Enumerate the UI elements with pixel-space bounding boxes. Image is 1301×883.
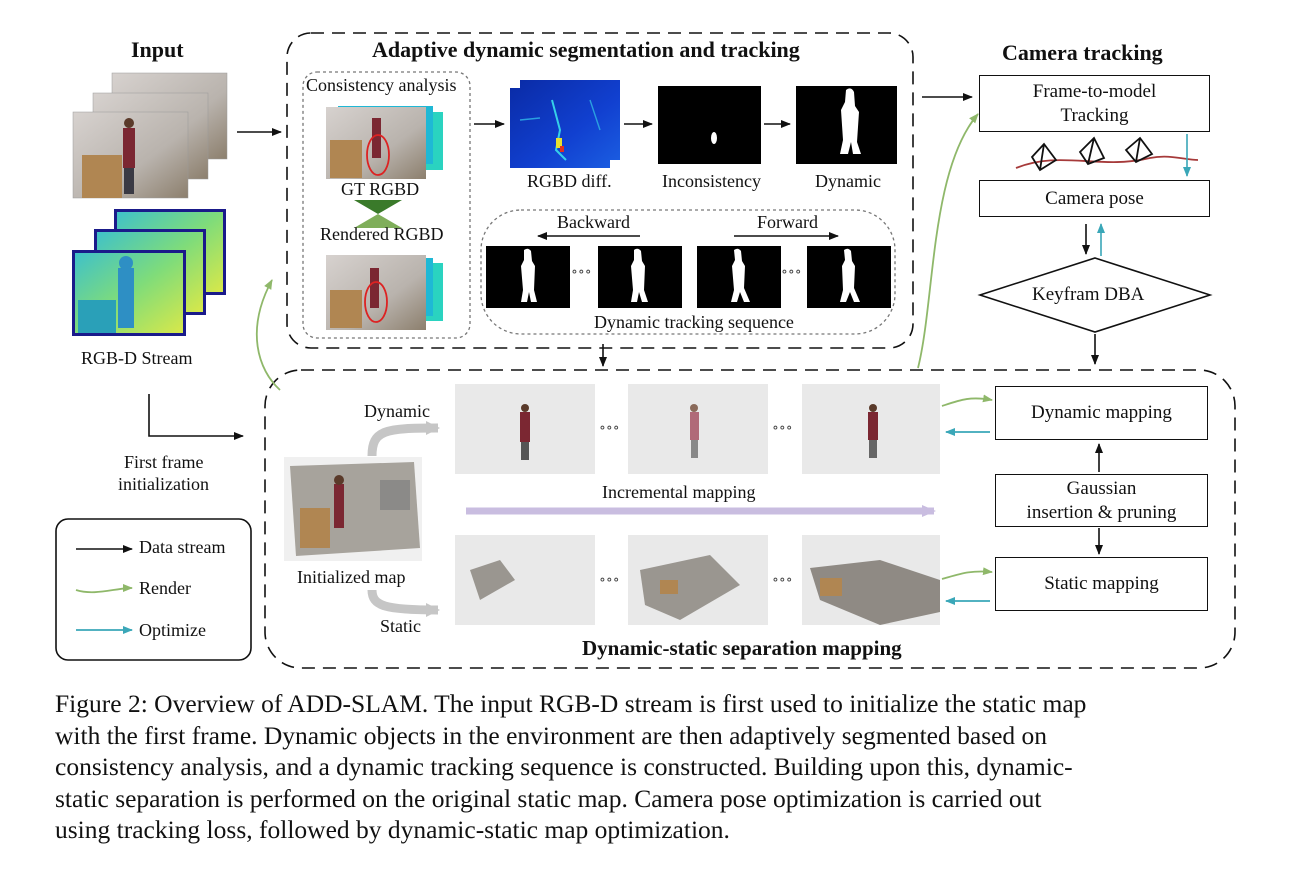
gaussian-line1: Gaussian	[1066, 477, 1137, 499]
incremental-mapping-label: Incremental mapping	[602, 482, 756, 502]
ads-title: Adaptive dynamic segmentation and tracki…	[372, 37, 800, 62]
legend-box	[55, 518, 252, 661]
static-map-image-2	[628, 535, 768, 625]
caption-line-3: consistency analysis, and a dynamic trac…	[55, 752, 1073, 781]
forward-label: Forward	[757, 212, 818, 232]
dynamic-ellipsis-right: ∘∘∘	[772, 421, 793, 436]
figure-caption: Figure 2: Overview of ADD-SLAM. The inpu…	[55, 688, 1250, 846]
tracking-ellipsis-left: ∘∘∘	[571, 265, 592, 280]
rendered-rgbd-label: Rendered RGBD	[320, 224, 444, 244]
inconsistency-label: Inconsistency	[662, 171, 761, 191]
input-title: Input	[131, 37, 184, 62]
tracking-mask-1	[486, 246, 570, 308]
initialized-map-image	[284, 457, 422, 561]
rendered-rgbd-thumbnail	[326, 255, 443, 330]
ads-container	[286, 32, 914, 349]
caption-line-5: using tracking loss, followed by dynamic…	[55, 815, 730, 844]
rgb-frame-stack	[72, 72, 228, 199]
caption-line-4: static separation is performed on the or…	[55, 783, 1042, 813]
mapping-container	[264, 369, 1236, 669]
keyframe-dba-label: Keyfram DBA	[1032, 284, 1145, 305]
static-ellipsis-left: ∘∘∘	[599, 573, 620, 588]
dynamic-mapping-box: Dynamic mapping	[995, 386, 1208, 440]
hourglass-compare-icon	[354, 200, 402, 228]
gaussian-box: Gaussian insertion & pruning	[995, 474, 1208, 527]
inconsistency-mask	[658, 86, 761, 164]
static-ellipsis-right: ∘∘∘	[772, 573, 793, 588]
depth-frame-stack	[72, 209, 226, 336]
first-frame-label-line1: First frame	[124, 452, 204, 472]
mapping-title: Dynamic-static separation mapping	[582, 636, 902, 660]
dynamic-mask	[796, 86, 897, 164]
camera-pose-box: Camera pose	[979, 180, 1210, 217]
static-map-image-3	[802, 535, 940, 625]
gt-rgbd-thumbnail	[326, 106, 443, 179]
initialized-map-label: Initialized map	[297, 567, 406, 587]
camera-tracking-title: Camera tracking	[1002, 40, 1163, 65]
dynamic-map-image-3	[802, 384, 940, 474]
tracking-ellipsis-right: ∘∘∘	[781, 265, 802, 280]
consistency-title: Consistency analysis	[306, 75, 457, 95]
tracking-mask-4	[807, 246, 891, 308]
dynamic-map-image-2	[628, 384, 768, 474]
dynamic-ellipsis-left: ∘∘∘	[599, 421, 620, 436]
static-mapping-box: Static mapping	[995, 557, 1208, 611]
dynamic-map-image-1	[455, 384, 595, 474]
tracking-sequence-label: Dynamic tracking sequence	[594, 312, 794, 332]
first-frame-label-line2: initialization	[118, 474, 209, 494]
backward-label: Backward	[557, 212, 630, 232]
gaussian-line2: insertion & pruning	[1026, 501, 1177, 523]
mapping-static-label: Static	[380, 616, 421, 636]
legend-render: Render	[139, 578, 191, 598]
rgbd-diff-image	[510, 80, 620, 168]
frame-to-model-box: Frame-to-model Tracking	[979, 75, 1210, 132]
dynamic-label: Dynamic	[815, 171, 881, 191]
frame-to-model-line1: Frame-to-model	[1032, 80, 1157, 102]
legend-optimize: Optimize	[139, 620, 206, 640]
rgbd-diff-label: RGBD diff.	[527, 171, 612, 191]
keyframe-dba-diamond	[977, 257, 1213, 333]
mapping-dynamic-label: Dynamic	[364, 401, 430, 421]
rgbd-stream-label: RGB-D Stream	[81, 348, 193, 368]
caption-line-2: with the first frame. Dynamic objects in…	[55, 720, 1048, 750]
tracking-mask-3	[697, 246, 781, 308]
frame-to-model-line2: Tracking	[1060, 104, 1129, 126]
camera-trajectory-icon	[1015, 136, 1199, 172]
caption-line-1: Figure 2: Overview of ADD-SLAM. The inpu…	[55, 689, 1087, 718]
static-map-image-1	[455, 535, 595, 625]
gt-rgbd-label: GT RGBD	[341, 179, 420, 199]
tracking-mask-2	[598, 246, 682, 308]
legend-data-stream: Data stream	[139, 537, 226, 557]
